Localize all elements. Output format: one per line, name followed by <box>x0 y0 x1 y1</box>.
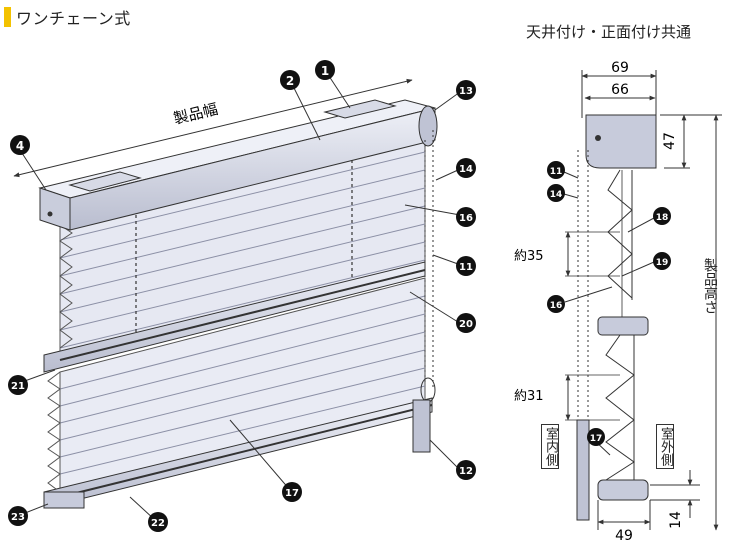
callout-11: 11 <box>456 256 476 276</box>
width-label: 製品幅 <box>172 100 220 128</box>
callout-2: 2 <box>280 70 300 90</box>
dim-bottom-height: 14 <box>668 511 684 529</box>
svg-text:2: 2 <box>286 74 294 88</box>
callout-4: 4 <box>10 135 30 155</box>
svg-text:12: 12 <box>459 466 473 477</box>
svg-text:19: 19 <box>656 258 669 268</box>
callout-lines <box>19 69 461 521</box>
svg-text:11: 11 <box>550 167 563 177</box>
svg-text:16: 16 <box>459 213 473 224</box>
svg-text:13: 13 <box>459 86 473 97</box>
svg-text:1: 1 <box>321 64 329 78</box>
outdoor-side-label: 室外側 <box>656 424 674 469</box>
callout-14: 14 <box>456 158 476 178</box>
side-callout-17: 17 <box>587 428 605 446</box>
callout-12: 12 <box>456 460 476 480</box>
dim-bottom-depth: 49 <box>615 528 633 544</box>
callout-16: 16 <box>456 207 476 227</box>
svg-text:11: 11 <box>459 262 473 273</box>
dim-head-height: 47 <box>662 132 678 150</box>
svg-text:23: 23 <box>11 512 25 523</box>
head-rail <box>38 99 438 231</box>
svg-text:17: 17 <box>285 488 299 499</box>
dim-pitch-lower: 約31 <box>514 389 544 404</box>
callout-17: 17 <box>282 482 302 502</box>
lower-fabric <box>47 277 426 496</box>
svg-text:17: 17 <box>590 434 603 444</box>
dim-top-inner: 66 <box>611 82 629 98</box>
svg-text:18: 18 <box>656 213 669 223</box>
callout-13: 13 <box>456 80 476 100</box>
dim-top-outer: 69 <box>611 60 629 76</box>
dim-pitch-upper: 約35 <box>514 249 544 264</box>
side-callout-11: 11 <box>547 161 565 179</box>
svg-text:22: 22 <box>151 518 165 529</box>
side-callout-19: 19 <box>653 252 671 270</box>
svg-text:14: 14 <box>459 164 473 175</box>
svg-text:16: 16 <box>550 301 563 311</box>
height-label: 製品高さ <box>702 258 718 314</box>
svg-text:21: 21 <box>11 381 25 392</box>
callout-22: 22 <box>148 512 168 532</box>
indoor-side-label: 室内側 <box>541 424 559 469</box>
callout-21: 21 <box>8 375 28 395</box>
page-title: ワンチェーン式 <box>16 9 131 28</box>
callout-1: 1 <box>315 60 335 80</box>
callout-markers: 1 2 4 13 14 16 11 20 21 12 17 22 23 <box>8 60 476 532</box>
title-accent-mark <box>4 7 11 27</box>
side-callout-16: 16 <box>547 295 565 313</box>
svg-text:20: 20 <box>459 319 473 330</box>
svg-text:4: 4 <box>16 139 24 153</box>
side-callout-14: 14 <box>547 184 565 202</box>
title-bar: ワンチェーン式 <box>4 6 131 28</box>
callout-23: 23 <box>8 506 28 526</box>
side-callout-18: 18 <box>653 207 671 225</box>
side-view: 69 66 47 約35 約31 <box>514 60 722 544</box>
bottom-rail <box>43 397 433 509</box>
upper-fabric <box>59 134 426 361</box>
callout-20: 20 <box>456 313 476 333</box>
side-view-caption: 天井付け・正面付け共通 <box>526 23 692 41</box>
operating-chain <box>412 130 436 453</box>
svg-text:14: 14 <box>550 190 563 200</box>
